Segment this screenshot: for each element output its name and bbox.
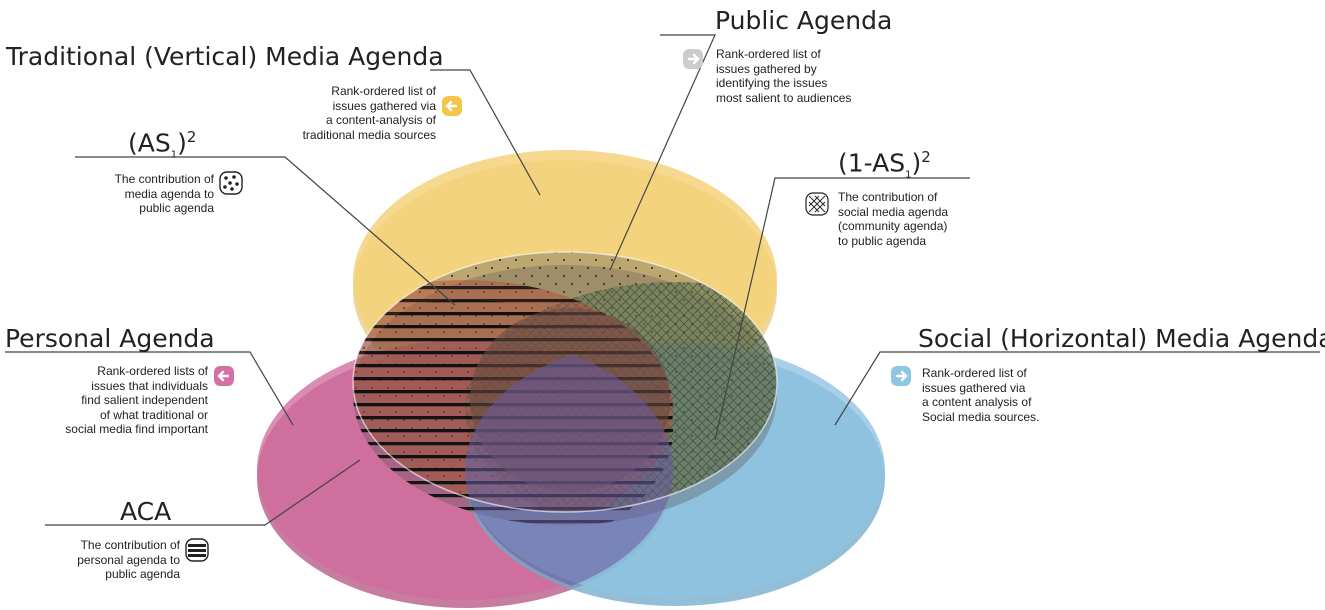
as1-title: (AS1)2 xyxy=(128,128,197,161)
aca-title: ACA xyxy=(120,497,172,526)
dotted-pattern-icon xyxy=(219,171,243,195)
arrow-left-icon xyxy=(442,96,462,116)
arrow-left-icon xyxy=(214,366,234,386)
personal-title: Personal Agenda xyxy=(5,324,215,353)
purple-overlap xyxy=(465,337,673,603)
social-title: Social (Horizontal) Media Agenda xyxy=(918,324,1325,353)
public-title: Public Agenda xyxy=(715,6,893,35)
arrow-right-icon xyxy=(891,366,911,386)
leader-lines xyxy=(5,34,1320,526)
one-minus-as1-title: (1-AS1)2 xyxy=(838,148,931,181)
arrow-right-icon xyxy=(683,49,703,69)
striped-pattern-icon xyxy=(185,538,209,562)
traditional-title: Traditional (Vertical) Media Agenda xyxy=(6,42,444,71)
crosshatch-pattern-icon xyxy=(805,192,829,216)
